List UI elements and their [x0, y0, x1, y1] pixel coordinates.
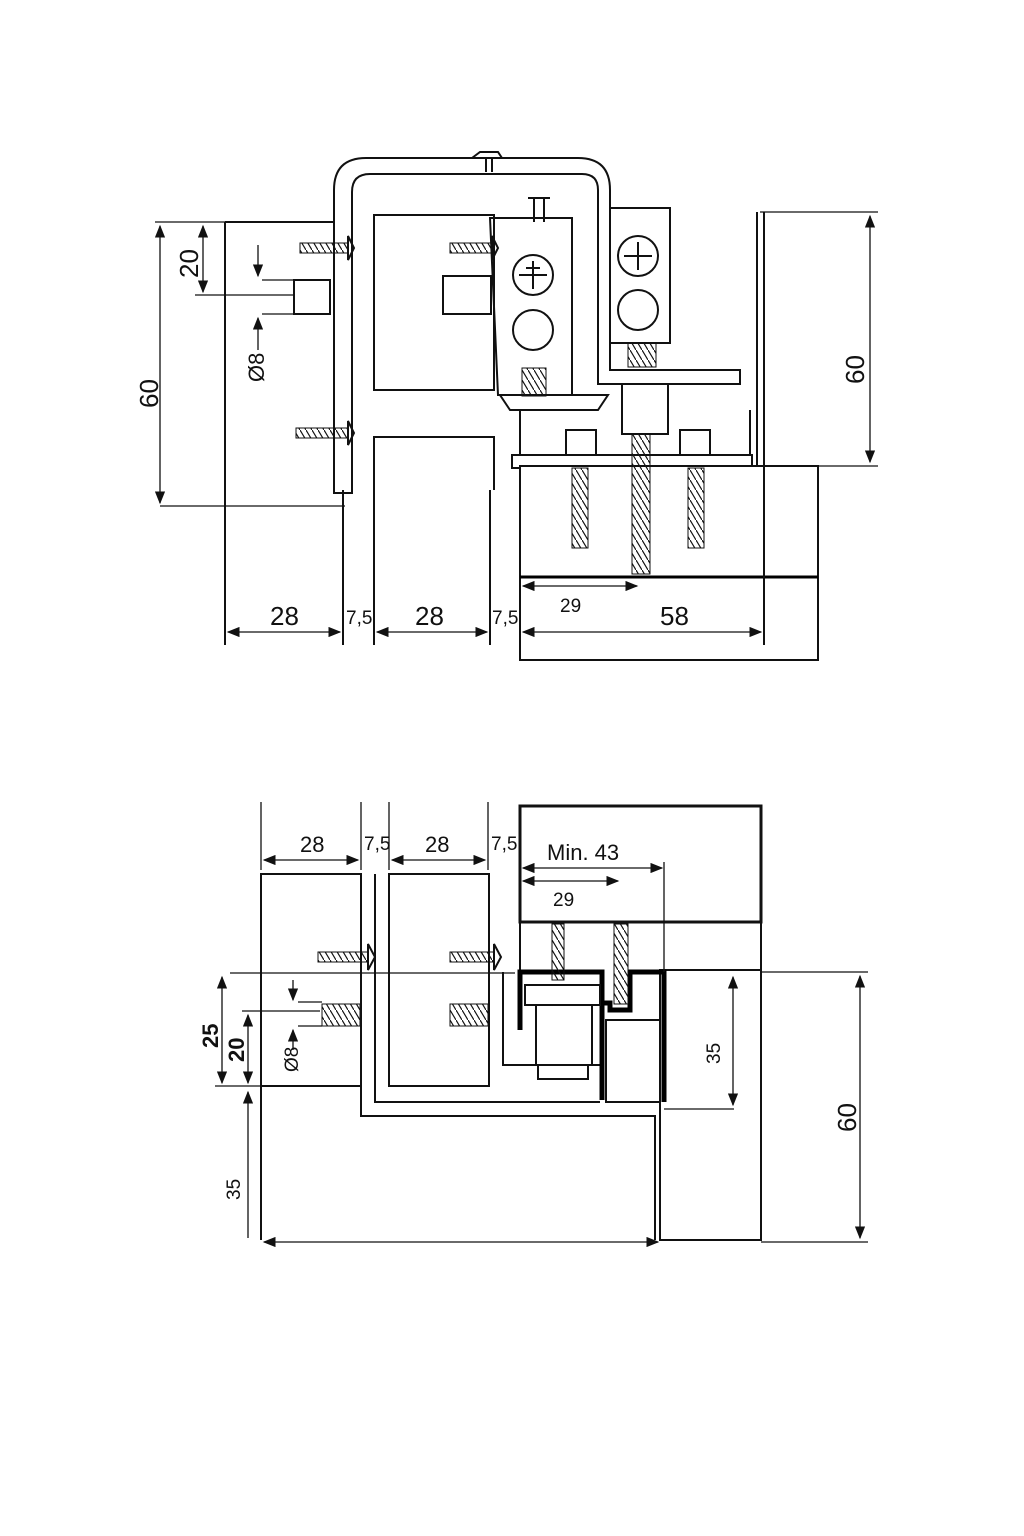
- roller-base: [537, 1064, 589, 1080]
- dim-20: 20: [174, 249, 204, 278]
- roller-nut: [535, 1004, 593, 1066]
- screw-icon: [471, 151, 503, 172]
- roller-cap: [524, 984, 601, 1006]
- panel-edge: [260, 1086, 656, 1240]
- middle-panel: [388, 873, 490, 1087]
- dowel: [449, 1003, 489, 1027]
- wood-screw-icon: [299, 235, 356, 261]
- connector-block: [442, 275, 492, 315]
- screw-icon: [571, 467, 589, 549]
- dim-35: 35: [224, 1179, 245, 1200]
- dim-height-60: 60: [134, 379, 164, 408]
- dim-7-5: 7,5: [346, 608, 372, 629]
- dim-25: 25: [198, 1024, 223, 1048]
- nut: [679, 429, 711, 456]
- dim-7-5: 7,5: [492, 608, 518, 629]
- dim-diameter-8: Ø8: [282, 1047, 303, 1072]
- dim-7-5: 7,5: [491, 834, 517, 855]
- door-panel-side: [659, 969, 762, 1241]
- guide-block: [605, 1019, 661, 1103]
- dim-28: 28: [270, 601, 299, 631]
- clamp-plate: [609, 207, 671, 368]
- dim-height-60: 60: [832, 1103, 862, 1132]
- screw-icon: [631, 433, 651, 575]
- spring-bolt: [621, 383, 669, 435]
- dim-7-5: 7,5: [364, 834, 390, 855]
- dim-29: 29: [560, 596, 581, 617]
- wood-screw-icon: [317, 951, 369, 963]
- left-panel: [260, 873, 362, 1087]
- dowel: [293, 279, 331, 315]
- lower-panel: [373, 436, 495, 645]
- screw-head: [367, 943, 377, 971]
- dim-58: 58: [660, 601, 689, 631]
- dim-20: 20: [224, 1038, 249, 1062]
- dim-35: 35: [704, 1043, 725, 1064]
- screw-icon: [613, 923, 629, 1005]
- clamp-plate: [488, 197, 610, 411]
- top-view: 60 20 Ø8 28 7,5 28 7,5 29 58 60: [134, 151, 878, 661]
- dim-28: 28: [300, 832, 324, 857]
- bottom-view: 28 7,5 28 7,5 Min. 43 29 25 20 Ø8 35 35 …: [198, 802, 868, 1248]
- dim-min-43: Min. 43: [547, 840, 619, 865]
- dowel: [321, 1003, 361, 1027]
- wood-screw-icon: [449, 951, 495, 963]
- dim-height-60: 60: [840, 355, 870, 384]
- screw-icon: [551, 923, 565, 981]
- rail-bracket: [333, 157, 741, 494]
- wood-screw-icon: [295, 420, 356, 446]
- nut: [565, 429, 597, 456]
- dim-29: 29: [553, 890, 574, 911]
- dim-diameter-8: Ø8: [244, 353, 269, 382]
- plate-edge: [519, 410, 751, 455]
- screw-head: [493, 943, 503, 971]
- dim-28: 28: [425, 832, 449, 857]
- dim-28: 28: [415, 601, 444, 631]
- screw-icon: [687, 467, 705, 549]
